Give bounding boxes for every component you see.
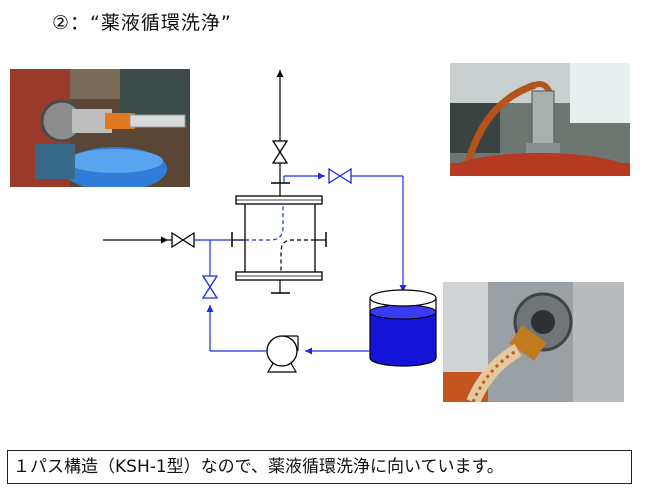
page-title: ②：“薬液循環洗浄” — [52, 12, 232, 34]
circulation-pump — [266, 335, 299, 373]
photo-vessel-flange — [443, 282, 624, 402]
return-valve — [328, 167, 352, 185]
top-valve — [271, 140, 289, 164]
recirculation-valve — [201, 275, 219, 299]
chemical-tank — [369, 289, 437, 367]
photo-hose-nozzle — [10, 69, 190, 187]
heat-exchanger — [231, 195, 327, 294]
inlet-valve — [171, 231, 195, 249]
photo-tank-top-connection — [450, 63, 630, 176]
caption-box: １パス構造（KSH-1型）なので、薬液循環洗浄に向いています。 — [7, 450, 632, 484]
